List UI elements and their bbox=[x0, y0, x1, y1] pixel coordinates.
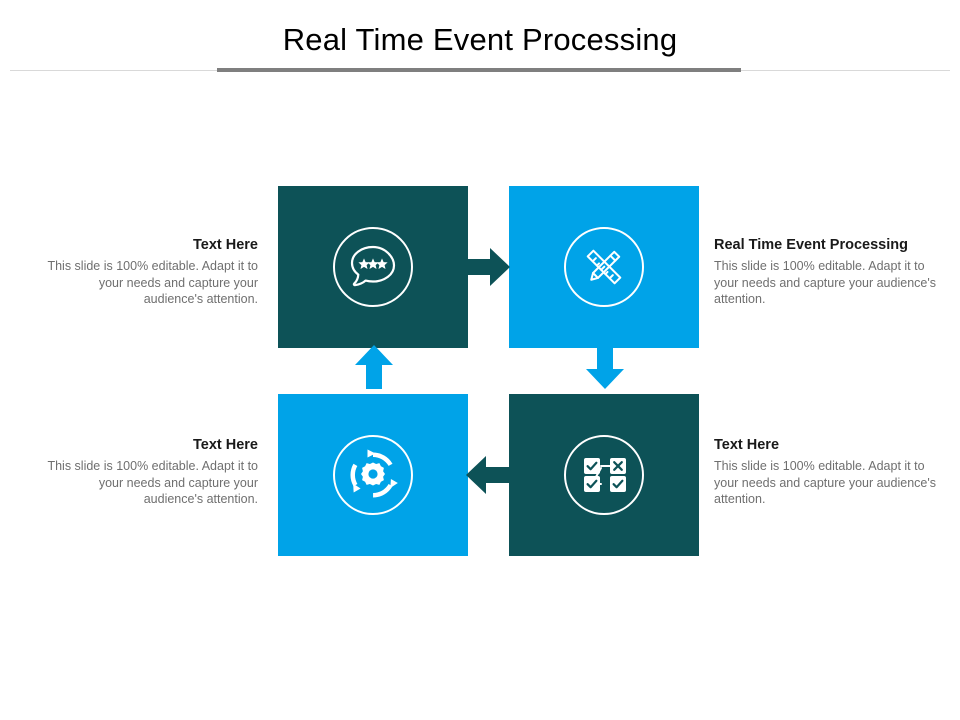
node-text-bottom-right: Text Here This slide is 100% editable. A… bbox=[714, 436, 942, 508]
page-title: Real Time Event Processing bbox=[282, 22, 678, 57]
gear-cycle-arrows-icon bbox=[331, 433, 415, 517]
node-body: This slide is 100% editable. Adapt it to… bbox=[714, 459, 936, 506]
diagram-node-bottom-left[interactable] bbox=[278, 394, 468, 556]
node-heading: Text Here bbox=[192, 237, 258, 253]
connector-arrow-left bbox=[466, 456, 510, 494]
node-heading: Real Time Event Processing bbox=[714, 237, 908, 253]
node-text-top-right: Real Time Event Processing This slide is… bbox=[714, 236, 942, 308]
diagram-node-top-right[interactable] bbox=[509, 186, 699, 348]
node-heading: Text Here bbox=[714, 437, 780, 453]
node-body: This slide is 100% editable. Adapt it to… bbox=[714, 259, 936, 306]
diagram-node-bottom-right[interactable] bbox=[509, 394, 699, 556]
node-body: This slide is 100% editable. Adapt it to… bbox=[47, 259, 258, 306]
node-text-bottom-left: Text Here This slide is 100% editable. A… bbox=[39, 436, 258, 508]
pencil-ruler-icon bbox=[562, 225, 646, 309]
node-heading: Text Here bbox=[192, 437, 258, 453]
title-divider-accent bbox=[217, 68, 741, 72]
speech-bubble-stars-icon bbox=[331, 225, 415, 309]
diagram-node-top-left[interactable] bbox=[278, 186, 468, 348]
node-body: This slide is 100% editable. Adapt it to… bbox=[47, 459, 258, 506]
node-text-top-left: Text Here This slide is 100% editable. A… bbox=[39, 236, 258, 308]
workflow-checkboxes-icon bbox=[562, 433, 646, 517]
connector-arrow-down bbox=[586, 345, 624, 389]
connector-arrow-right bbox=[466, 248, 510, 286]
connector-arrow-up bbox=[355, 345, 393, 389]
